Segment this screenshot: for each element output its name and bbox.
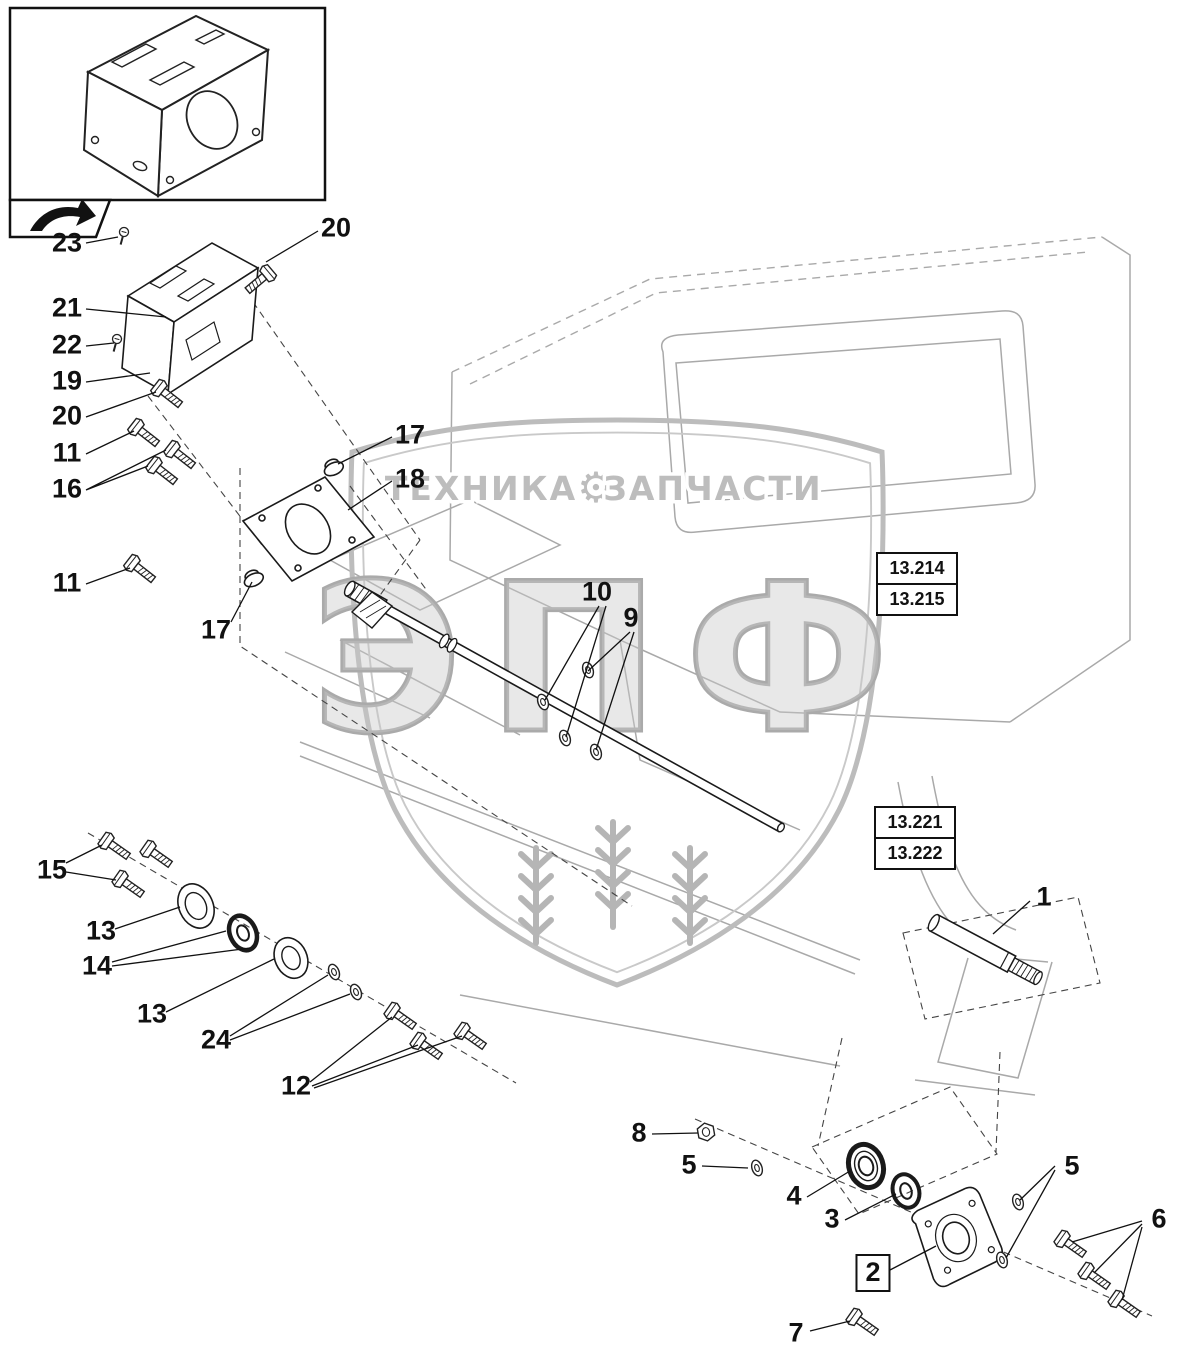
callout-2: 2 bbox=[855, 1254, 891, 1292]
shield-inner-line bbox=[361, 431, 873, 974]
callout-5-left: 5 bbox=[681, 1149, 697, 1180]
shield-letters: ЭПФ bbox=[311, 541, 914, 779]
ref-13-222: 13.222 bbox=[874, 837, 956, 870]
ref-box-group-13221: 13.221 13.222 bbox=[874, 806, 956, 870]
ref-13-221: 13.221 bbox=[874, 806, 956, 839]
ref-13-214: 13.214 bbox=[876, 552, 958, 585]
callout-21: 21 bbox=[51, 292, 83, 323]
callout-3: 3 bbox=[824, 1203, 840, 1234]
watermark-left-text: ТЕХНИКА bbox=[385, 469, 577, 508]
callout-17-left: 17 bbox=[200, 614, 232, 645]
callout-10: 10 bbox=[581, 576, 613, 607]
inset-thumbnail bbox=[8, 6, 327, 239]
bottom-right-bearing-assembly bbox=[695, 1121, 1145, 1341]
callout-16: 16 bbox=[51, 473, 83, 504]
continuation-arrow-icon bbox=[30, 199, 96, 231]
callout-5-right: 5 bbox=[1064, 1150, 1080, 1181]
guard-assembly-parts bbox=[108, 225, 376, 588]
callout-24: 24 bbox=[200, 1024, 232, 1055]
callout-11-upper: 11 bbox=[52, 437, 82, 468]
watermark: ЭПФ ТЕХНИКА ⚙ ЗАПЧАСТИ bbox=[309, 417, 914, 988]
callout-17-right: 17 bbox=[394, 419, 426, 450]
ref-box-group-13214: 13.214 13.215 bbox=[876, 552, 958, 616]
shaft-end-part bbox=[927, 913, 1043, 986]
callout-13-lower: 13 bbox=[136, 998, 168, 1029]
drive-shaft bbox=[343, 580, 786, 833]
shield-outline bbox=[348, 417, 886, 988]
callout-9: 9 bbox=[623, 602, 639, 633]
callout-6: 6 bbox=[1151, 1203, 1167, 1234]
inset-part-drawing bbox=[82, 14, 271, 198]
wheat-icon bbox=[518, 819, 708, 946]
leader-lines bbox=[65, 230, 1143, 1332]
callout-8: 8 bbox=[631, 1117, 647, 1148]
bottom-left-bearing-stack bbox=[96, 829, 491, 1065]
machine-top-dashed-rim bbox=[451, 236, 1103, 385]
callout-15: 15 bbox=[36, 854, 68, 885]
ref-13-215: 13.215 bbox=[876, 583, 958, 616]
callout-7: 7 bbox=[788, 1317, 804, 1348]
callout-20-top: 20 bbox=[320, 212, 352, 243]
callout-23: 23 bbox=[51, 227, 83, 258]
callout-11-lower: 11 bbox=[52, 567, 82, 598]
callout-14: 14 bbox=[81, 950, 113, 981]
callout-1: 1 bbox=[1036, 881, 1052, 912]
callout-20-left: 20 bbox=[51, 400, 83, 431]
callout-13-upper: 13 bbox=[85, 915, 117, 946]
callout-19: 19 bbox=[51, 365, 83, 396]
construction-dashed-lines bbox=[87, 301, 1153, 1317]
callout-18: 18 bbox=[394, 463, 426, 494]
gear-icon: ⚙ bbox=[577, 463, 615, 512]
callout-22: 22 bbox=[51, 329, 83, 360]
watermark-right-text: ЗАПЧАСТИ bbox=[603, 469, 822, 508]
callout-4: 4 bbox=[786, 1180, 802, 1211]
callout-12: 12 bbox=[280, 1070, 312, 1101]
